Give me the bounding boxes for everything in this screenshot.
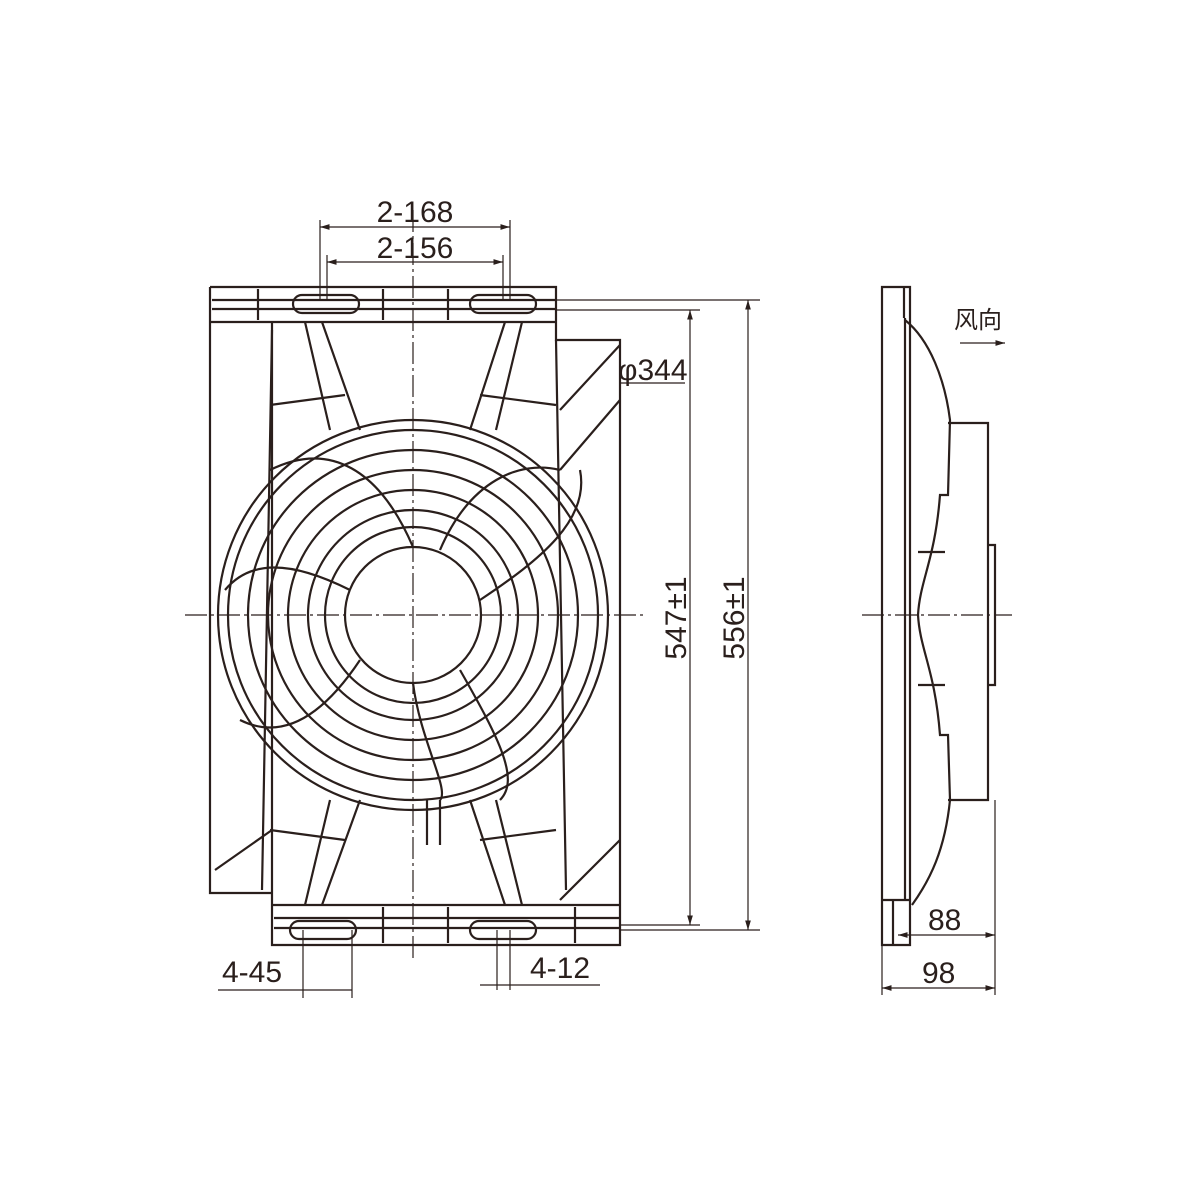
side-view: 风向 88 98 (862, 285, 1012, 995)
mount-slots (288, 293, 538, 941)
fan-blades (224, 457, 583, 801)
dim-4-45: 4-45 (222, 956, 282, 989)
support-struts (214, 321, 621, 906)
side-clips (918, 550, 945, 687)
dim-98: 98 (922, 957, 955, 990)
dim-2-168: 2-168 (377, 196, 454, 229)
airflow-label: 风向 (954, 306, 1002, 334)
side-motor (948, 421, 997, 802)
dim-547: 547±1 (660, 576, 693, 659)
bottom-mount-rail (274, 907, 620, 943)
top-mount-rail (212, 289, 556, 320)
dim-556: 556±1 (718, 576, 751, 659)
side-shroud (904, 319, 952, 906)
dim-4-12: 4-12 (530, 952, 590, 985)
pipe-stub (425, 800, 442, 845)
front-view: 2-168 2-156 φ344 547±1 556±1 4-45 4-12 (185, 196, 760, 998)
dim-2-156: 2-156 (377, 232, 454, 265)
dim-fan-diameter: φ344 (618, 354, 688, 387)
side-frame (880, 285, 912, 947)
shroud-outline (208, 285, 622, 947)
dim-88: 88 (928, 904, 961, 937)
